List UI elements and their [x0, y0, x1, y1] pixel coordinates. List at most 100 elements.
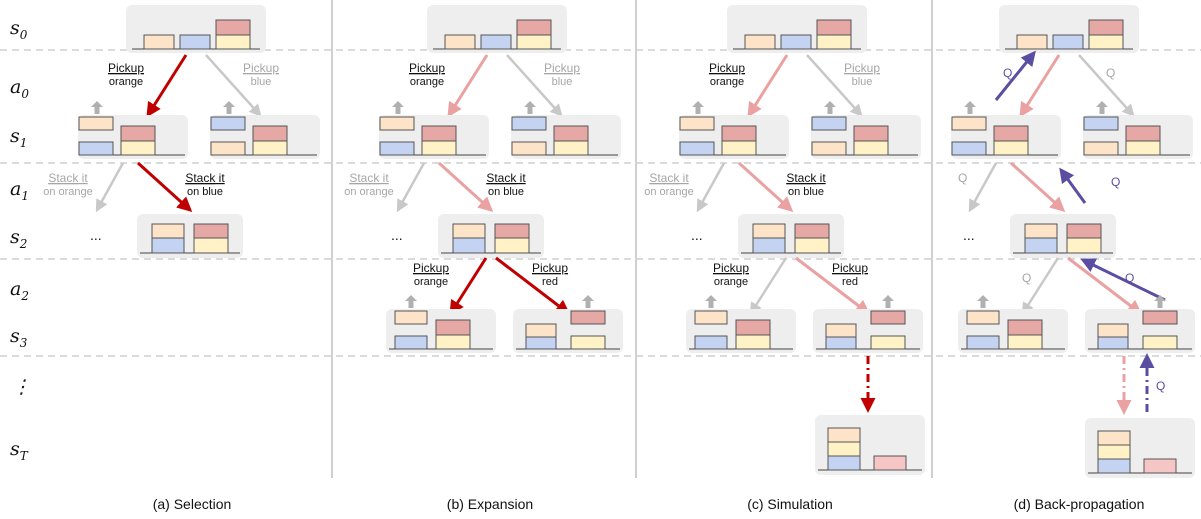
action-label-top: Pickup: [544, 61, 580, 75]
edge-stack-on-orange: [968, 162, 998, 213]
block-blue: [525, 336, 557, 350]
block-red: [993, 125, 1029, 142]
block-blue-held: [511, 116, 547, 131]
action-verb: Pickup: [844, 61, 880, 75]
pickup-indicator-icon: [824, 101, 836, 114]
state-s2: [738, 214, 844, 258]
action-label-bottom: red: [542, 276, 558, 288]
pickup-indicator-icon: [1096, 101, 1108, 114]
row-label-a0: a0: [10, 76, 29, 101]
state-s3-holding-orange: [386, 295, 496, 353]
block-blue: [151, 237, 185, 254]
block-yellow: [1125, 140, 1161, 156]
action-verb: Stack: [185, 171, 216, 185]
block-yellow: [816, 34, 852, 50]
block-yellow: [252, 140, 288, 156]
edge-pickup-red: [1067, 256, 1143, 315]
block-blue: [1052, 34, 1084, 50]
block-orange: [444, 34, 476, 50]
caption-backprop: (d) Back-propagation: [1014, 496, 1145, 512]
edge-pickup-blue: [806, 54, 863, 117]
edge-pickup-blue: [506, 54, 563, 117]
edge-pickup-orange-2: [749, 257, 788, 316]
edge-stack-on-blue: [1009, 161, 1066, 213]
action-verb: Pickup: [832, 261, 868, 275]
action-label-bottom: on blue: [488, 186, 524, 198]
block-red: [853, 125, 889, 142]
row-label-a1: a1: [10, 178, 29, 203]
block-red: [1125, 125, 1161, 142]
action-label-bottom: orange: [109, 76, 143, 88]
action-verb: Stack: [48, 171, 79, 185]
action-label-bottom: blue: [552, 76, 573, 88]
action-label-top: Stack it: [486, 171, 526, 185]
action-verb: Pickup: [108, 61, 144, 75]
action-label-bottom: orange: [710, 76, 744, 88]
state-s1-holding-orange: [951, 101, 1061, 159]
pickup-indicator-icon: [392, 101, 404, 114]
block-blue: [966, 335, 1000, 350]
block-yellow: [1088, 34, 1124, 50]
edge-stack-on-blue: [737, 161, 794, 213]
block-orange: [1016, 34, 1048, 50]
ellipsis: ...: [963, 227, 975, 243]
pickup-indicator-icon: [977, 295, 989, 308]
edge-pickup-orange: [747, 54, 789, 118]
pickup-indicator-icon: [964, 101, 976, 114]
block-orange: [827, 427, 861, 443]
block-orange: [151, 223, 185, 239]
state-sT: [1085, 418, 1195, 478]
block-orange-held: [951, 116, 987, 131]
block-red: [120, 125, 156, 142]
edge-stack-on-orange: [396, 162, 426, 213]
block-blue: [679, 141, 715, 156]
action-verb: Stack: [349, 171, 380, 185]
block-blue: [394, 335, 428, 350]
block-red-held: [570, 310, 606, 325]
block-orange-held: [694, 310, 728, 325]
state-s1-holding-orange: [78, 101, 188, 159]
action-verb: Pickup: [532, 261, 568, 275]
block-yellow: [1097, 444, 1131, 460]
block-red: [816, 19, 852, 36]
block-blue: [452, 237, 486, 254]
block-blue: [1097, 336, 1129, 350]
pickup-indicator-icon: [524, 101, 536, 114]
action-label-bottom: on orange: [644, 186, 694, 198]
block-orange: [511, 141, 547, 156]
row-labels: s0 a0 s1 a1 s2 a2 s3 ⋮ sT: [10, 17, 31, 463]
block-red: [215, 19, 251, 36]
action-label-top: Pickup: [832, 261, 868, 275]
edge-pickup-orange: [447, 54, 489, 118]
row-label-a2: a2: [10, 278, 29, 303]
action-verb: Stack: [786, 171, 817, 185]
state-s0: [999, 5, 1139, 53]
backprop-edge-s2: [1059, 167, 1087, 204]
edge-pickup-red: [495, 256, 571, 315]
action-verb: Stack: [649, 171, 680, 185]
action-verb: Pickup: [713, 261, 749, 275]
action-label-top: Stack it: [48, 171, 88, 185]
pickup-indicator-icon: [705, 295, 717, 308]
action-label-top: Pickup: [243, 61, 279, 75]
block-red: [435, 319, 471, 336]
pickup-indicator-icon: [405, 295, 417, 308]
block-yellow: [553, 140, 589, 156]
action-label-top: Pickup: [409, 61, 445, 75]
action-rest: it: [516, 171, 526, 185]
block-yellow: [870, 335, 906, 350]
block-pink: [1143, 458, 1177, 474]
state-s1-holding-orange: [679, 101, 789, 159]
edge-stack-on-blue: [136, 161, 193, 213]
state-s2: [438, 214, 544, 258]
row-label-sT: sT: [10, 438, 29, 463]
state-s0: [126, 5, 266, 53]
action-label-top: Pickup: [709, 61, 745, 75]
